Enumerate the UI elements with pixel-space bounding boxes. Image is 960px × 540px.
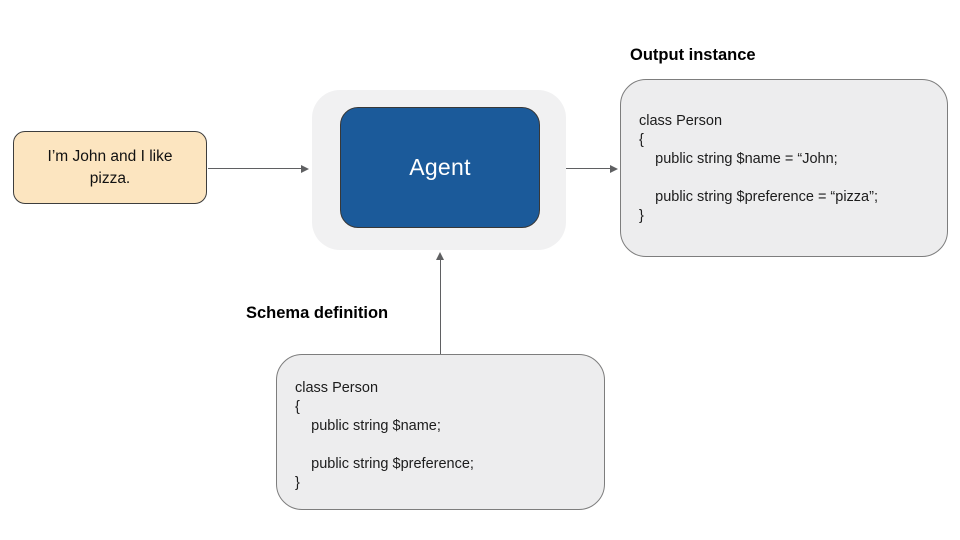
- arrow-line: [440, 259, 441, 354]
- arrow-line: [566, 168, 611, 169]
- user-input-text: I’m John and I like pizza.: [47, 147, 173, 187]
- user-input-box: I’m John and I like pizza.: [13, 131, 207, 204]
- arrow-head-icon: [436, 252, 444, 260]
- output-instance-code: class Person { public string $name = “Jo…: [639, 113, 878, 224]
- agent-box: Agent: [340, 107, 540, 228]
- arrow-line: [208, 168, 302, 169]
- output-instance-box: class Person { public string $name = “Jo…: [620, 79, 948, 257]
- schema-definition-label: Schema definition: [246, 304, 389, 322]
- schema-definition-code: class Person { public string $name; publ…: [295, 380, 474, 491]
- output-instance-label: Output instance: [630, 46, 756, 64]
- agent-label: Agent: [409, 154, 471, 180]
- arrow-head-icon: [301, 164, 309, 173]
- schema-definition-box: class Person { public string $name; publ…: [276, 354, 605, 510]
- arrow-head-icon: [610, 164, 618, 173]
